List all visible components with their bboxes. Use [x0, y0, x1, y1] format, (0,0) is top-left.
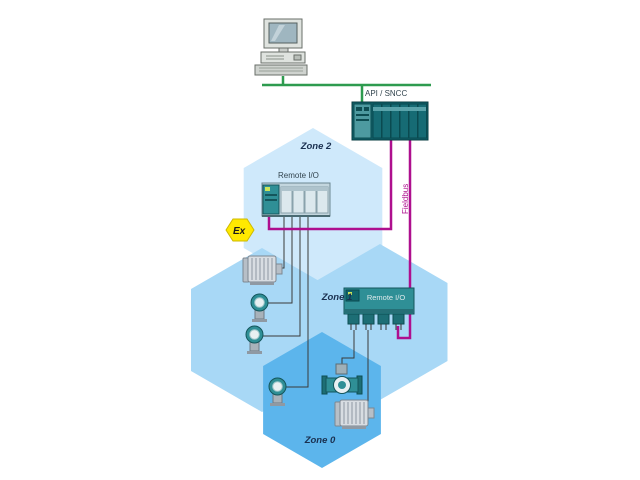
remote-io-zone2-label: Remote I/O	[278, 171, 319, 180]
ex-symbol: Ex	[225, 218, 255, 242]
fieldbus-label: Fieldbus	[401, 184, 410, 214]
ex-symbol-hexagon	[225, 218, 255, 242]
zone0-hexagon	[263, 332, 381, 468]
signal-line-transmitter2-zone1	[263, 216, 301, 337]
signal-line-motor-zone1	[282, 216, 285, 269]
remote-io-zone1-icon: Remote I/O	[343, 287, 415, 330]
plc-icon	[351, 101, 429, 141]
workstation-icon	[254, 18, 308, 76]
fieldbus-line-to-zone1-rio	[396, 140, 412, 340]
signal-lines	[263, 216, 369, 402]
remote-io-zone1-label: Remote I/O	[367, 293, 406, 302]
remote-io-zone2-icon	[261, 182, 331, 217]
motor-icon-zone0	[334, 399, 375, 430]
fieldbus-lines	[267, 140, 412, 340]
signal-line-flowmeter-zone0	[341, 330, 355, 364]
zone1-label: Zone 1	[321, 292, 353, 303]
motor-icon-zone1	[242, 255, 283, 286]
api-sncc-label: API / SNCC	[365, 89, 407, 98]
ex-symbol-label: Ex	[233, 226, 246, 237]
network-bus	[262, 76, 431, 103]
signal-line-transmitter1-zone1	[268, 216, 293, 304]
signal-line-transmitter-zone0	[286, 216, 309, 388]
zone0-label: Zone 0	[304, 435, 336, 446]
fieldbus-line-to-zone2-rio	[267, 140, 393, 231]
zone2-label: Zone 2	[300, 141, 332, 152]
